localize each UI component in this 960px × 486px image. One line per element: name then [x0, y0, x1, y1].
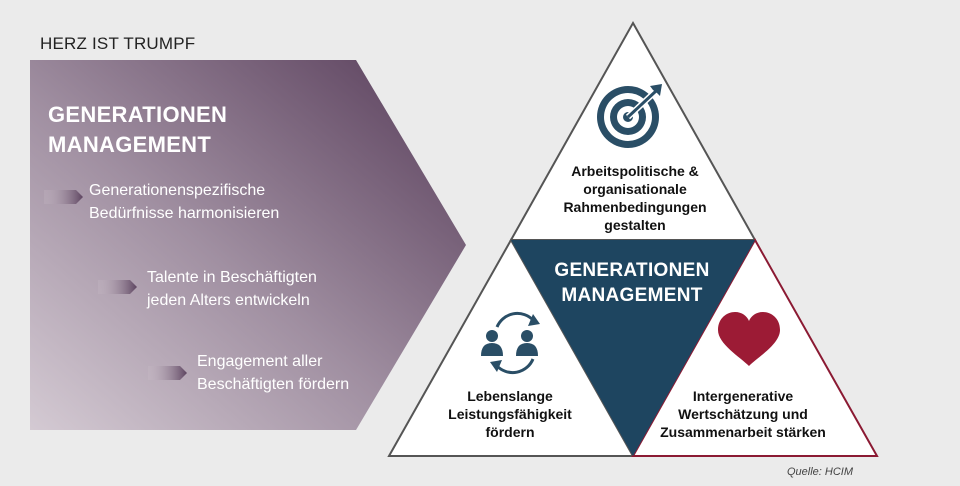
bullet-text: Talente in Beschäftigten jeden Alters en… [147, 269, 317, 309]
center-label: GENERATIONEN MANAGEMENT [554, 260, 710, 306]
right-label: Intergenerative Wertschätzung und Zusamm… [660, 388, 826, 440]
left-label: Lebenslange Leistungsfähigkeit fördern [448, 388, 572, 440]
slide-title: HERZ IST TRUMPF [40, 34, 196, 53]
bullet-text: Generationenspezifische Bedürfnisse harm… [89, 182, 280, 222]
target-icon [597, 84, 662, 148]
arrow-shape [30, 60, 466, 430]
heart-icon [718, 312, 780, 366]
bullet-marker [44, 190, 83, 204]
bullet-marker [148, 366, 187, 380]
panel-title: GENERATIONEN MANAGEMENT [48, 102, 228, 157]
bullet-text: Engagement aller Beschäftigten fördern [197, 353, 350, 393]
people-exchange-icon [481, 311, 540, 375]
center-triangle [511, 240, 755, 456]
top-label: Arbeitspolitische & organisationale Rahm… [563, 163, 707, 233]
source-note: Quelle: HCIM [787, 466, 854, 478]
bullet-marker [98, 280, 137, 294]
